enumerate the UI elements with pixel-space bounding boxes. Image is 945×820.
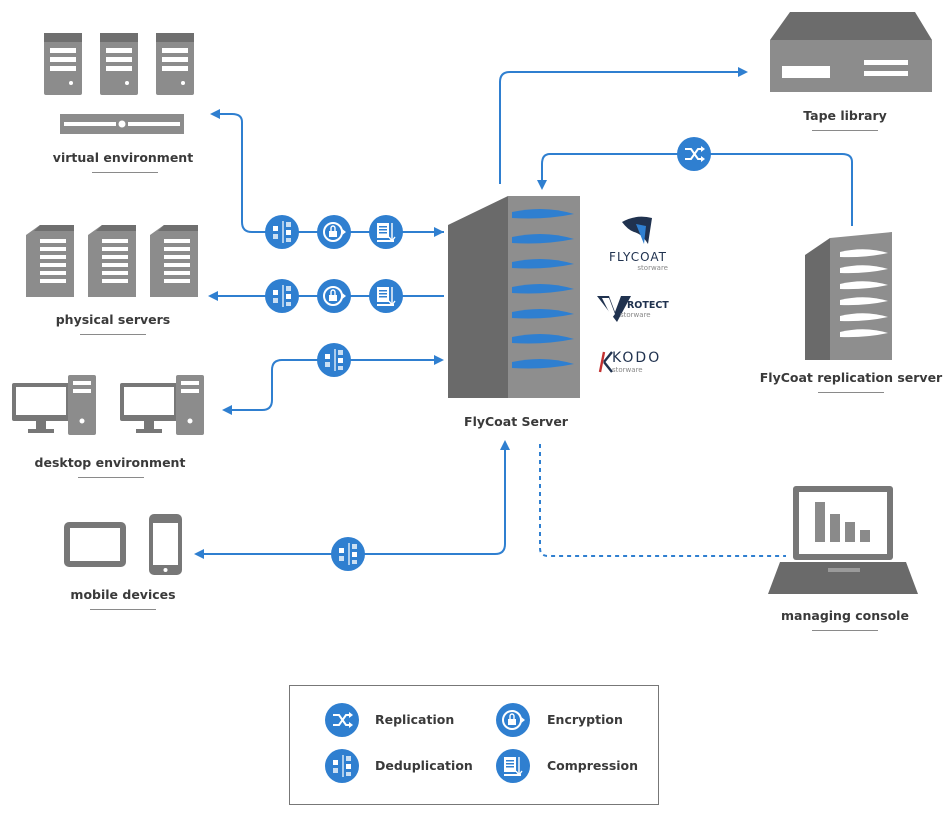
desktop-environment-underline — [78, 477, 144, 478]
flycoat-server-icon — [448, 196, 580, 398]
virtual-environment-label: virtual environment — [52, 150, 194, 165]
kodo-logo-sub: storware — [612, 366, 643, 374]
deduplication-badge — [264, 278, 300, 314]
flycoat-logo: FLYCOAT storware — [598, 250, 678, 272]
encryption-badge — [316, 214, 352, 250]
mobile-devices-label: mobile devices — [70, 587, 176, 602]
deduplication-badge — [330, 536, 366, 572]
protect-logo-sub: storware — [620, 311, 651, 319]
compression-badge — [368, 278, 404, 314]
mobile-devices-icon — [64, 514, 182, 575]
protect-logo-mark — [597, 296, 631, 322]
virtual-environment-icon — [44, 33, 194, 134]
legend-deduplication-label: Deduplication — [375, 758, 473, 773]
replication-badge — [676, 136, 712, 172]
legend — [289, 685, 659, 805]
physical-servers-underline — [80, 334, 146, 335]
desktop-environment-icon — [12, 375, 204, 435]
replication-server-label: FlyCoat replication server — [759, 370, 943, 385]
encryption-badge — [316, 278, 352, 314]
protect-logo: PROTECT storware — [620, 300, 680, 319]
compression-badge — [368, 214, 404, 250]
deduplication-badge — [316, 342, 352, 378]
kodo-logo-name: KODO — [612, 350, 662, 366]
kodo-logo-mark — [598, 351, 613, 373]
legend-encryption-label: Encryption — [547, 712, 623, 727]
legend-replication-label: Replication — [375, 712, 455, 727]
replication-server-icon — [805, 232, 892, 360]
flycoat-server-label: FlyCoat Server — [464, 414, 568, 429]
kodo-logo: KODO storware — [612, 350, 682, 374]
deduplication-badge — [264, 214, 300, 250]
virtual-environment-underline — [92, 172, 158, 173]
physical-servers-icon — [26, 225, 198, 297]
legend-compression-label: Compression — [547, 758, 639, 773]
managing-console-label: managing console — [781, 608, 909, 623]
physical-servers-label: physical servers — [55, 312, 171, 327]
flycoat-logo-sub: storware — [637, 264, 668, 272]
managing-console-icon — [768, 486, 918, 594]
flycoat-logo-mark — [622, 216, 652, 244]
managing-console-underline — [812, 630, 878, 631]
tape-library-underline — [812, 130, 878, 131]
replication-server-underline — [818, 392, 884, 393]
protect-logo-name: PROTECT — [620, 300, 669, 311]
tape-library-label: Tape library — [803, 108, 887, 123]
desktop-environment-label: desktop environment — [34, 455, 186, 470]
tape-library-icon — [770, 12, 932, 92]
flycoat-logo-name: FLYCOAT — [609, 250, 667, 264]
mobile-devices-underline — [90, 609, 156, 610]
